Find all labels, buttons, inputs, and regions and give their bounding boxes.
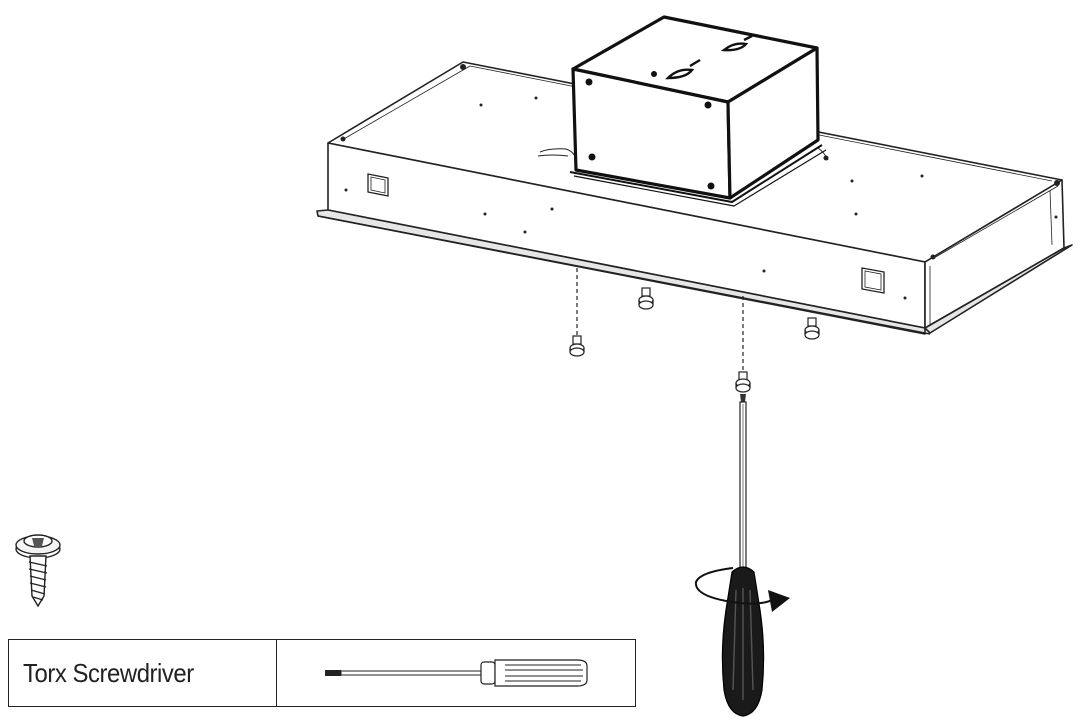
screwdriver-icon <box>325 659 588 687</box>
front-cutouts <box>367 173 885 294</box>
mounting-screws <box>569 268 820 393</box>
rotation-arrow <box>694 567 790 612</box>
screw-2 <box>638 287 654 310</box>
tool-image-cell <box>277 640 635 706</box>
blower-clips <box>665 34 753 80</box>
blower-box-details <box>585 71 715 190</box>
screw-4 <box>804 317 820 340</box>
wire-details <box>537 147 829 161</box>
tool-name-label: Torx Screwdriver <box>23 657 194 688</box>
screw-3 <box>735 371 751 393</box>
tool-name-cell: Torx Screwdriver <box>9 640 277 706</box>
screw-detail <box>15 534 61 608</box>
blower-box <box>569 15 827 207</box>
tool-table: Torx Screwdriver <box>8 639 636 707</box>
screw-1 <box>569 335 585 357</box>
torx-screwdriver <box>721 394 765 717</box>
hood-holes <box>340 64 1060 300</box>
